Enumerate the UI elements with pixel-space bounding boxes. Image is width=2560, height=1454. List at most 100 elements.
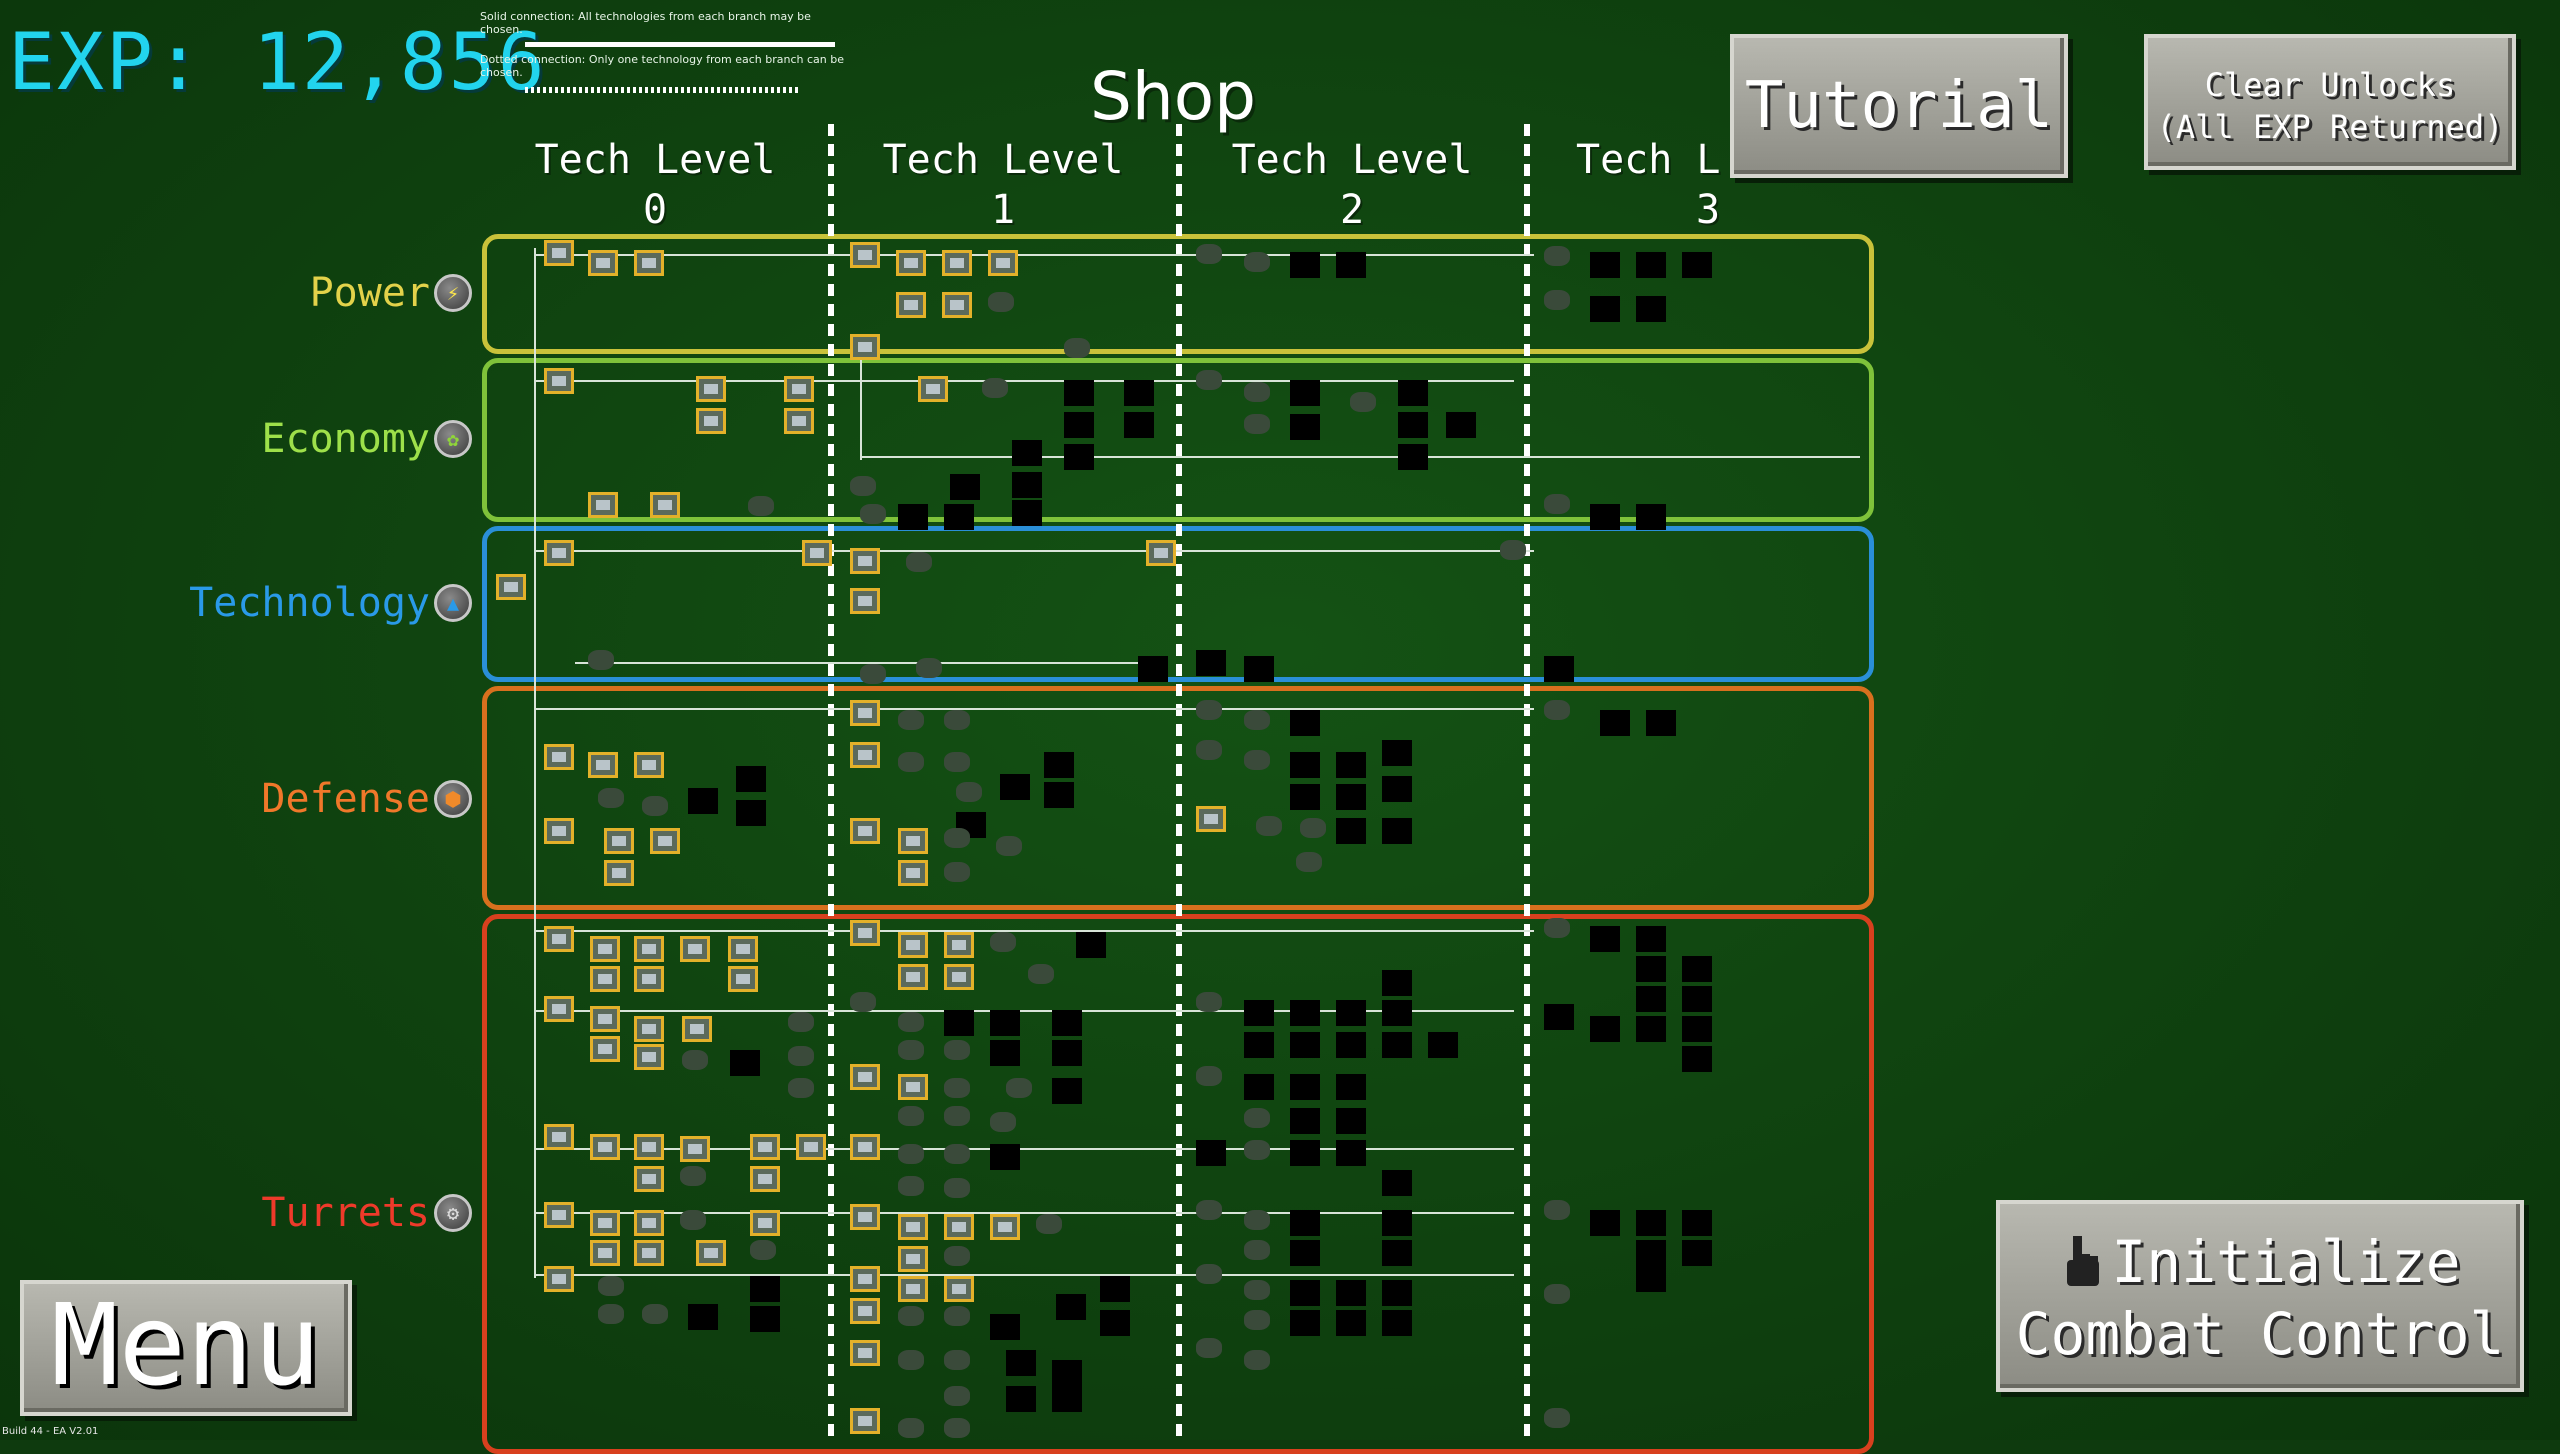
- tech-node-unlocked[interactable]: [634, 250, 664, 276]
- tech-node-unlocked[interactable]: [634, 936, 664, 962]
- tech-node-unlocked[interactable]: [650, 492, 680, 518]
- tech-node-available[interactable]: [956, 782, 982, 802]
- tech-node-locked[interactable]: [1682, 986, 1712, 1012]
- tech-node-available[interactable]: [1028, 964, 1054, 984]
- tech-node-unlocked[interactable]: [850, 1340, 880, 1366]
- tech-node-unlocked[interactable]: [796, 1134, 826, 1160]
- tech-node-unlocked[interactable]: [634, 1210, 664, 1236]
- tech-node-available[interactable]: [988, 292, 1014, 312]
- tech-node-unlocked[interactable]: [696, 376, 726, 402]
- tech-node-locked[interactable]: [898, 504, 928, 530]
- tech-node-available[interactable]: [1244, 1240, 1270, 1260]
- tech-node-locked[interactable]: [1636, 1016, 1666, 1042]
- tech-node-locked[interactable]: [1012, 500, 1042, 526]
- tech-node-locked[interactable]: [688, 1304, 718, 1330]
- tech-node-locked[interactable]: [1290, 1074, 1320, 1100]
- tech-node-locked[interactable]: [1590, 252, 1620, 278]
- tech-node-locked[interactable]: [1636, 926, 1666, 952]
- tech-node-locked[interactable]: [1124, 380, 1154, 406]
- tech-node-available[interactable]: [788, 1046, 814, 1066]
- tech-node-locked[interactable]: [1382, 1000, 1412, 1026]
- tech-node-unlocked[interactable]: [544, 1124, 574, 1150]
- tech-node-available[interactable]: [1006, 1078, 1032, 1098]
- tech-node-unlocked[interactable]: [944, 1276, 974, 1302]
- tech-node-locked[interactable]: [1052, 1386, 1082, 1412]
- tech-node-locked[interactable]: [1682, 1016, 1712, 1042]
- tech-node-locked[interactable]: [1382, 1032, 1412, 1058]
- tech-node-unlocked[interactable]: [544, 818, 574, 844]
- tech-node-available[interactable]: [588, 650, 614, 670]
- tech-node-locked[interactable]: [750, 1306, 780, 1332]
- tech-node-unlocked[interactable]: [898, 828, 928, 854]
- tech-node-locked[interactable]: [1682, 1210, 1712, 1236]
- tech-node-available[interactable]: [898, 1350, 924, 1370]
- tech-node-available[interactable]: [1244, 1210, 1270, 1230]
- tech-node-unlocked[interactable]: [590, 1036, 620, 1062]
- tech-node-locked[interactable]: [950, 474, 980, 500]
- tech-node-unlocked[interactable]: [544, 926, 574, 952]
- tech-node-available[interactable]: [1544, 290, 1570, 310]
- tech-node-unlocked[interactable]: [634, 1016, 664, 1042]
- tech-node-locked[interactable]: [1682, 252, 1712, 278]
- tech-node-available[interactable]: [1244, 1310, 1270, 1330]
- tech-node-available[interactable]: [682, 1050, 708, 1070]
- tech-node-unlocked[interactable]: [544, 1202, 574, 1228]
- tech-node-unlocked[interactable]: [634, 966, 664, 992]
- tech-node-locked[interactable]: [1290, 1240, 1320, 1266]
- tech-node-available[interactable]: [898, 1306, 924, 1326]
- tech-node-locked[interactable]: [736, 800, 766, 826]
- tech-node-locked[interactable]: [1382, 1210, 1412, 1236]
- tech-node-unlocked[interactable]: [590, 1240, 620, 1266]
- tech-node-unlocked[interactable]: [750, 1134, 780, 1160]
- tech-node-available[interactable]: [748, 496, 774, 516]
- tech-node-available[interactable]: [1296, 852, 1322, 872]
- tech-node-locked[interactable]: [1336, 1108, 1366, 1134]
- tech-node-unlocked[interactable]: [634, 1044, 664, 1070]
- tech-node-locked[interactable]: [1244, 1074, 1274, 1100]
- tech-node-locked[interactable]: [1000, 774, 1030, 800]
- tech-node-unlocked[interactable]: [802, 540, 832, 566]
- tech-node-locked[interactable]: [990, 1040, 1020, 1066]
- tech-node-locked[interactable]: [1006, 1350, 1036, 1376]
- tech-node-available[interactable]: [990, 1112, 1016, 1132]
- tech-node-locked[interactable]: [1290, 752, 1320, 778]
- tech-node-available[interactable]: [1196, 1200, 1222, 1220]
- tech-node-unlocked[interactable]: [784, 408, 814, 434]
- tech-node-available[interactable]: [642, 796, 668, 816]
- tech-node-locked[interactable]: [1290, 1000, 1320, 1026]
- tech-node-unlocked[interactable]: [850, 1266, 880, 1292]
- tech-node-unlocked[interactable]: [898, 860, 928, 886]
- tech-node-available[interactable]: [850, 992, 876, 1012]
- tech-node-locked[interactable]: [1064, 380, 1094, 406]
- tech-node-available[interactable]: [1196, 244, 1222, 264]
- tech-node-available[interactable]: [944, 1144, 970, 1164]
- tech-node-locked[interactable]: [1636, 1210, 1666, 1236]
- tech-node-unlocked[interactable]: [944, 1214, 974, 1240]
- tech-node-locked[interactable]: [1682, 1046, 1712, 1072]
- tech-node-locked[interactable]: [1336, 1280, 1366, 1306]
- tech-node-available[interactable]: [860, 504, 886, 524]
- tech-node-unlocked[interactable]: [588, 250, 618, 276]
- tech-node-available[interactable]: [1196, 1264, 1222, 1284]
- tech-node-unlocked[interactable]: [680, 1136, 710, 1162]
- tech-node-locked[interactable]: [1044, 752, 1074, 778]
- tech-node-locked[interactable]: [1590, 296, 1620, 322]
- tech-node-unlocked[interactable]: [850, 742, 880, 768]
- tech-node-available[interactable]: [1196, 700, 1222, 720]
- tech-node-unlocked[interactable]: [898, 1214, 928, 1240]
- tech-node-locked[interactable]: [1290, 1140, 1320, 1166]
- tech-node-locked[interactable]: [1636, 956, 1666, 982]
- tech-node-locked[interactable]: [990, 1010, 1020, 1036]
- tech-node-unlocked[interactable]: [680, 936, 710, 962]
- tech-node-available[interactable]: [1500, 540, 1526, 560]
- tech-node-locked[interactable]: [1336, 818, 1366, 844]
- tech-node-unlocked[interactable]: [850, 1204, 880, 1230]
- tech-node-available[interactable]: [944, 1246, 970, 1266]
- tech-node-locked[interactable]: [1636, 296, 1666, 322]
- tech-node-available[interactable]: [1244, 750, 1270, 770]
- tech-node-locked[interactable]: [1336, 784, 1366, 810]
- tech-node-locked[interactable]: [1044, 782, 1074, 808]
- tech-node-locked[interactable]: [1012, 440, 1042, 466]
- tech-node-locked[interactable]: [1056, 1294, 1086, 1320]
- clear-unlocks-button[interactable]: Clear Unlocks (All EXP Returned): [2144, 34, 2516, 170]
